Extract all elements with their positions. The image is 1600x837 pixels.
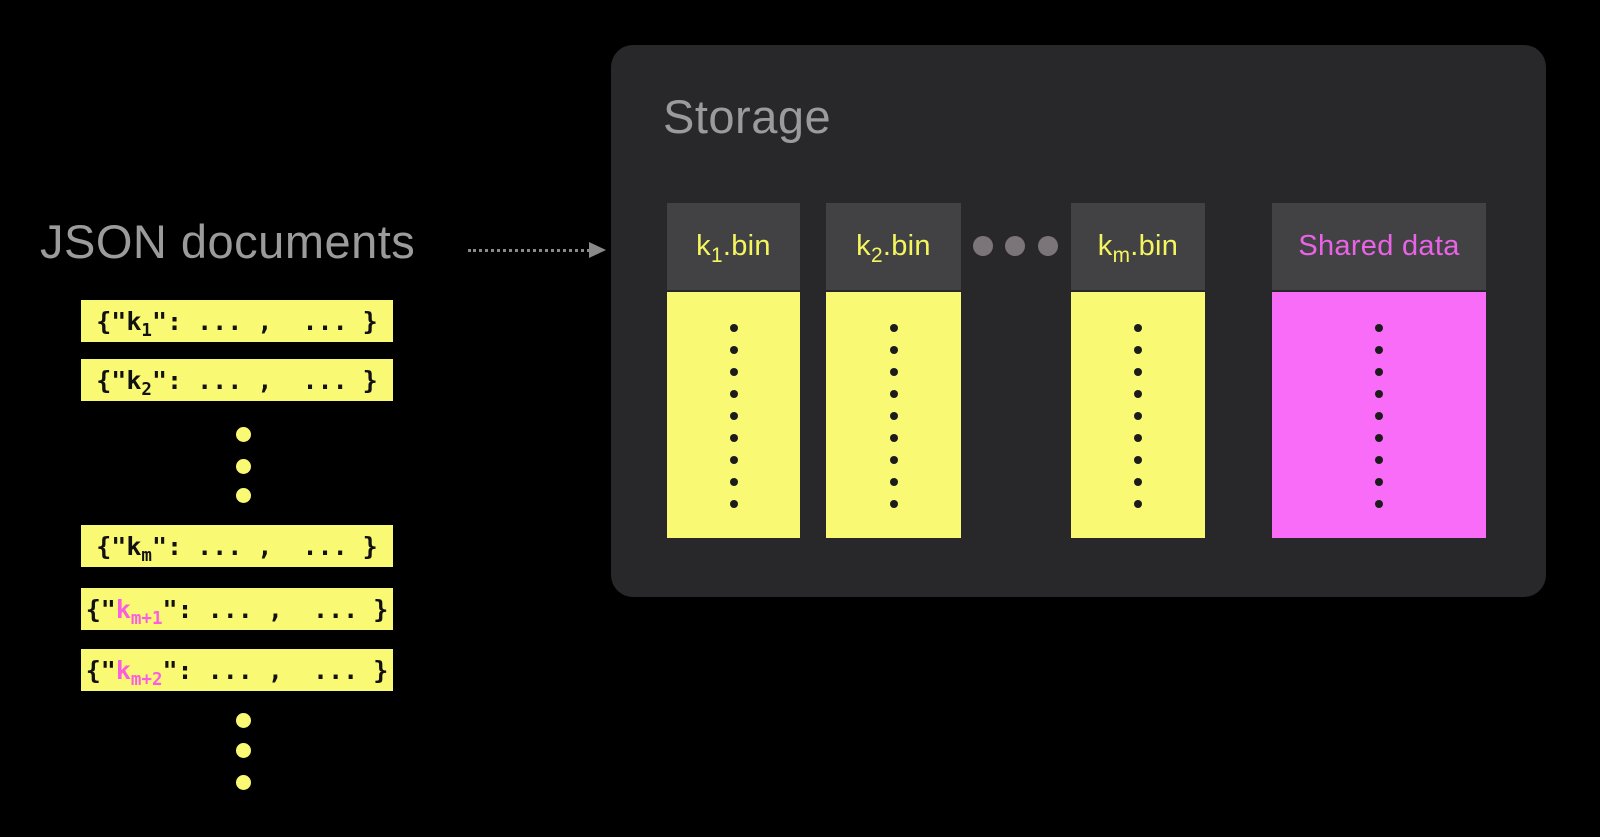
dot xyxy=(1375,390,1383,398)
ellipsis-dot xyxy=(236,459,251,474)
storage-title: Storage xyxy=(663,90,832,143)
ellipsis-dot xyxy=(236,713,251,728)
dot xyxy=(1134,368,1142,376)
storage-column-k2-bin: k2.bin xyxy=(826,45,961,597)
dot xyxy=(1375,478,1383,486)
dot xyxy=(889,478,898,486)
dot xyxy=(889,368,898,376)
dot xyxy=(889,500,898,508)
dot xyxy=(1134,478,1142,486)
json-doc-bar-k2: {"k2": ... , ... } xyxy=(81,359,393,401)
dot xyxy=(1134,346,1142,354)
json-documents-label: JSON documents xyxy=(40,215,416,268)
dot xyxy=(889,324,898,332)
json-doc-bar-km+1: {"km+1": ... , ... } xyxy=(81,588,393,630)
dot xyxy=(729,368,738,376)
arrow-head-icon xyxy=(589,242,606,258)
ellipsis-dot xyxy=(973,236,993,256)
dot xyxy=(1134,456,1142,464)
ellipsis-dot xyxy=(236,743,251,758)
dot xyxy=(889,346,898,354)
dot xyxy=(889,434,898,442)
column-body-k2-bin xyxy=(826,292,961,538)
dot xyxy=(729,478,738,486)
dot xyxy=(1134,500,1142,508)
column-body-k1-bin xyxy=(667,292,800,538)
dot xyxy=(1375,346,1383,354)
dot xyxy=(889,412,898,420)
column-header-km-bin: km.bin xyxy=(1071,203,1205,290)
dot xyxy=(729,324,738,332)
column-header-k2-bin: k2.bin xyxy=(826,203,961,290)
dot xyxy=(1375,368,1383,376)
column-body-shared-data xyxy=(1272,292,1486,538)
storage-column-k1-bin: k1.bin xyxy=(667,45,800,597)
dot xyxy=(1375,456,1383,464)
storage-panel: Storage k1.bin k2.bin km.bin Shared data xyxy=(611,45,1546,597)
dotted-arrow-line xyxy=(468,249,590,252)
dot xyxy=(729,412,738,420)
column-body-km-bin xyxy=(1071,292,1205,538)
dot xyxy=(1375,412,1383,420)
json-doc-bar-km: {"km": ... , ... } xyxy=(81,525,393,567)
dot xyxy=(1375,324,1383,332)
ellipsis-dot xyxy=(236,427,251,442)
column-header-shared-data: Shared data xyxy=(1272,203,1486,290)
dot xyxy=(729,390,738,398)
ellipsis-dot xyxy=(1005,236,1025,256)
dot xyxy=(1134,412,1142,420)
dot xyxy=(1134,390,1142,398)
dot xyxy=(889,390,898,398)
ellipsis-dot xyxy=(236,775,251,790)
dot xyxy=(1134,324,1142,332)
storage-column-km-bin: km.bin xyxy=(1071,45,1205,597)
dot xyxy=(889,456,898,464)
ellipsis-dot xyxy=(236,488,251,503)
ellipsis-dot xyxy=(1038,236,1058,256)
dot xyxy=(729,346,738,354)
dot xyxy=(1134,434,1142,442)
dot xyxy=(729,500,738,508)
dot xyxy=(1375,500,1383,508)
storage-column-shared-data: Shared data xyxy=(1272,45,1486,597)
column-header-k1-bin: k1.bin xyxy=(667,203,800,290)
dot xyxy=(729,456,738,464)
json-doc-bar-k1: {"k1": ... , ... } xyxy=(81,300,393,342)
dot xyxy=(729,434,738,442)
json-doc-bar-km+2: {"km+2": ... , ... } xyxy=(81,649,393,691)
dot xyxy=(1375,434,1383,442)
